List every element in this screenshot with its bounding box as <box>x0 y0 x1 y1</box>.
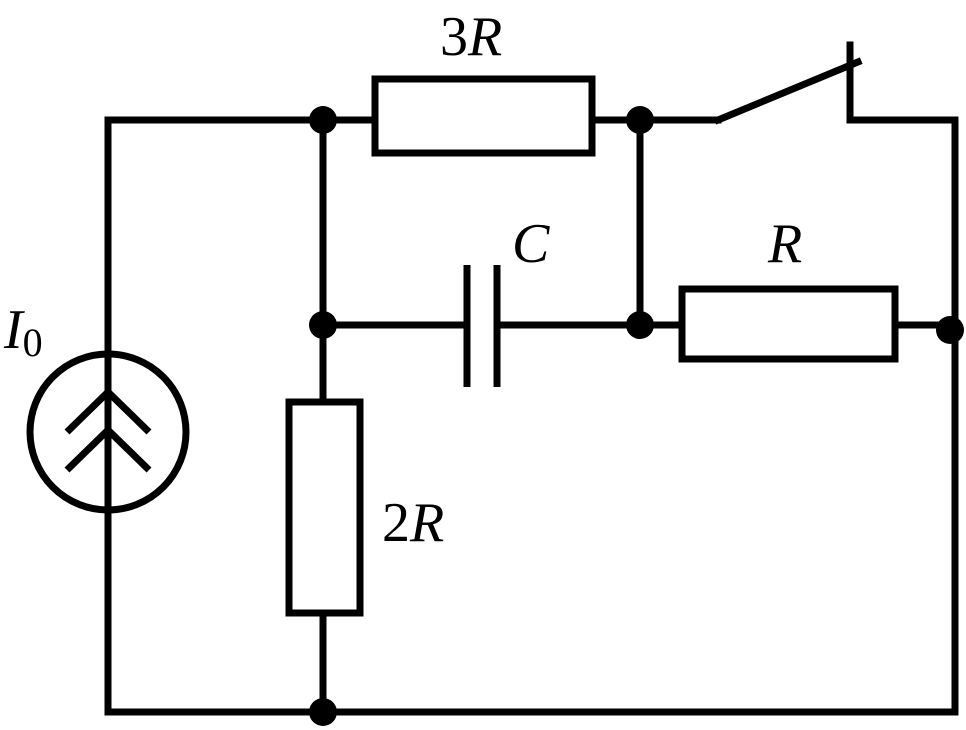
resistor-2r <box>285 398 364 617</box>
current-source-chevron-lower-icon <box>64 425 152 473</box>
label-capacitor: C <box>512 213 550 275</box>
switch-blade <box>713 57 863 125</box>
wires <box>104 41 959 716</box>
resistor-r <box>678 285 899 363</box>
node-cap-right <box>626 311 654 339</box>
node-top-left <box>309 106 337 134</box>
label-resistor-r: R <box>767 213 802 275</box>
label-current-source-symbol: I <box>3 299 25 361</box>
wire-left-top <box>104 116 379 354</box>
node-top-right <box>626 106 654 134</box>
label-resistor-2r-coefficient: 2 <box>382 492 410 554</box>
node-cap-left <box>309 311 337 339</box>
current-source <box>26 350 190 514</box>
node-right-rail <box>936 316 964 344</box>
label-resistor-2r-symbol: R <box>409 492 444 554</box>
junction-nodes <box>309 106 964 726</box>
label-resistor-2r: 2R <box>382 492 444 554</box>
capacitor <box>463 265 501 387</box>
label-current-source: I0 <box>3 299 43 365</box>
node-bottom <box>309 698 337 726</box>
label-resistor-3r: 3R <box>440 6 502 68</box>
label-resistor-3r-coefficient: 3 <box>440 6 468 68</box>
label-resistor-3r-symbol: R <box>467 6 502 68</box>
label-current-source-subscript: 0 <box>23 320 43 365</box>
wire-left-bottom <box>104 41 959 716</box>
resistor-3r <box>371 75 596 157</box>
current-source-chevron-upper-icon <box>64 387 152 435</box>
